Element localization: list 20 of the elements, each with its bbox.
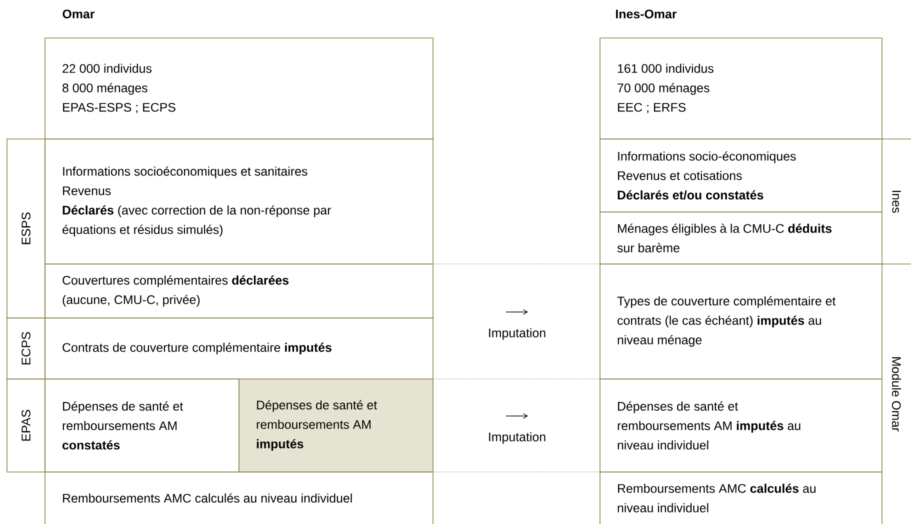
module-band: Module Omar (882, 264, 911, 432)
arrow-label: Imputation (489, 328, 546, 340)
text-box: Informations socioéconomiques et sanitaires Revenus Déclarés (avec correction de la non-réponse par équations et résidus simulés) (44, 138, 434, 264)
survey-band: EPAS (6, 378, 46, 472)
text-box: 22 000 individus 8 000 ménages EPAS-ESPS ; ECPS (44, 38, 434, 140)
survey-band: ECPS (6, 318, 46, 380)
text-box: Remboursements AMC calculés au niveau individuel (600, 472, 882, 524)
survey-band: ESPS (6, 138, 46, 318)
column-heading: Ines-Omar (616, 10, 677, 18)
arrow-label: Imputation (489, 432, 546, 444)
text-box: Dépenses de santé et remboursements AM imputés au niveau individuel (600, 378, 882, 472)
text-box: Dépenses de santé et remboursements AM imputés (238, 378, 434, 472)
text-box: Ménages éligibles à la CMU-C déduits sur barème (600, 212, 882, 264)
module-band: Ines (882, 138, 911, 213)
text-box: 161 000 individus 70 000 ménages EEC ; ERFS (600, 38, 882, 140)
column-heading: Omar (62, 10, 95, 18)
text-box: Informations socio-économiques Revenus et cotisations Déclarés et/ou constatés (600, 138, 882, 212)
text-box: Couvertures complémentaires déclarées (aucune, CMU-C, privée) (44, 264, 434, 318)
text-box: Remboursements AMC calculés au niveau individuel (44, 472, 434, 524)
text-box: Types de couverture complémentaire et contrats (le cas échéant) imputés au niveau ménage (600, 264, 882, 380)
